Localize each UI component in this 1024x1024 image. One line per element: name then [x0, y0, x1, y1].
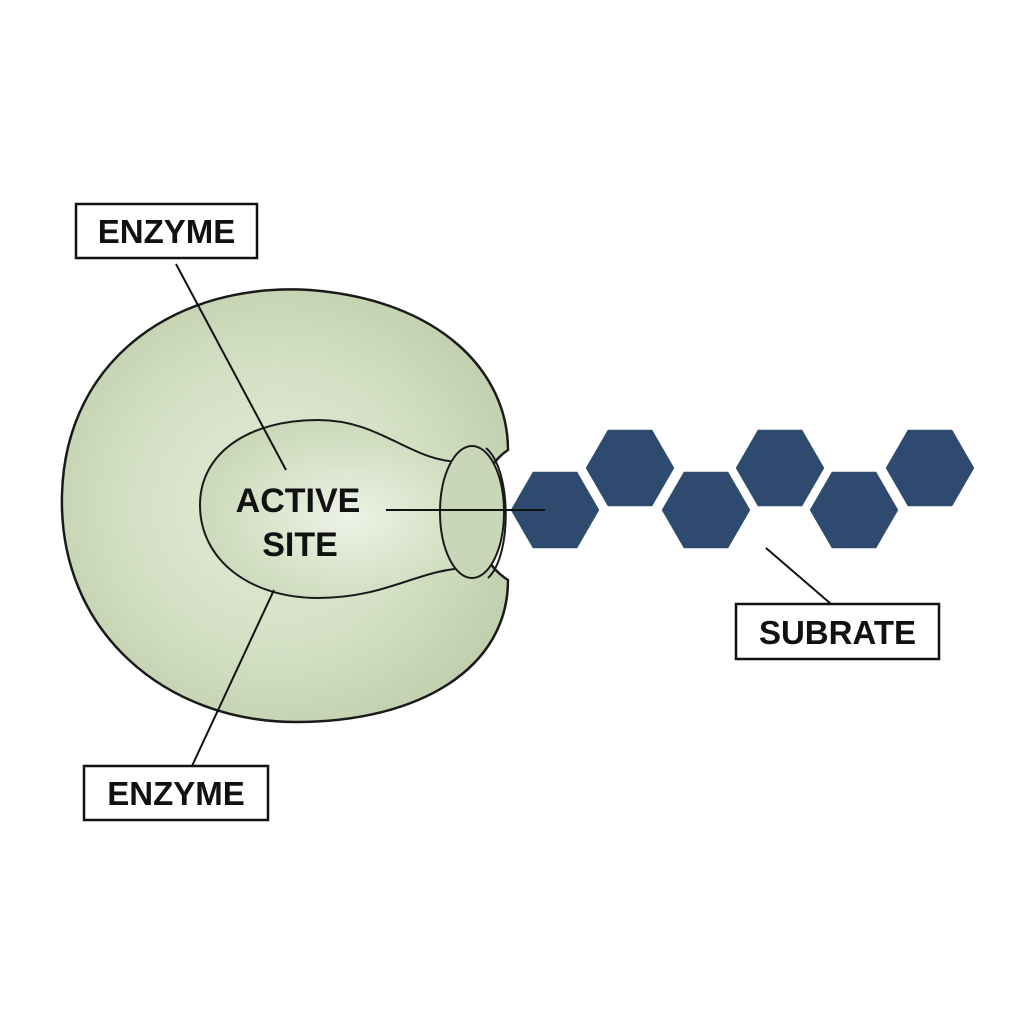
- label-box-substrate: [734, 602, 941, 661]
- label-active-site-line1: ACTIVE: [236, 482, 361, 520]
- substrate-hexagon: [732, 426, 828, 510]
- active-site-opening-rim: [485, 447, 507, 579]
- label-active-site-line2: SITE: [262, 526, 338, 564]
- substrate-hexagon: [658, 468, 754, 552]
- leader-substrate: [765, 547, 839, 611]
- substrate-chain: [507, 426, 978, 552]
- label-text-substrate: SUBRATE: [759, 614, 916, 651]
- label-box-enzyme-bottom: [82, 764, 270, 822]
- label-substrate: SUBRATE: [734, 602, 941, 661]
- leader-enzyme-bottom: [191, 589, 275, 767]
- substrate-hexagon: [882, 426, 978, 510]
- substrate-hexagon: [806, 468, 902, 552]
- active-site-opening: [439, 445, 505, 579]
- label-box-enzyme-top: [74, 202, 259, 260]
- label-text-enzyme-top: ENZYME: [98, 213, 236, 250]
- leader-enzyme-top: [175, 263, 287, 471]
- substrate-hexagon: [582, 426, 678, 510]
- label-enzyme-top: ENZYME: [74, 202, 259, 260]
- label-enzyme-bottom: ENZYME: [82, 764, 270, 822]
- label-text-enzyme-bottom: ENZYME: [107, 775, 245, 812]
